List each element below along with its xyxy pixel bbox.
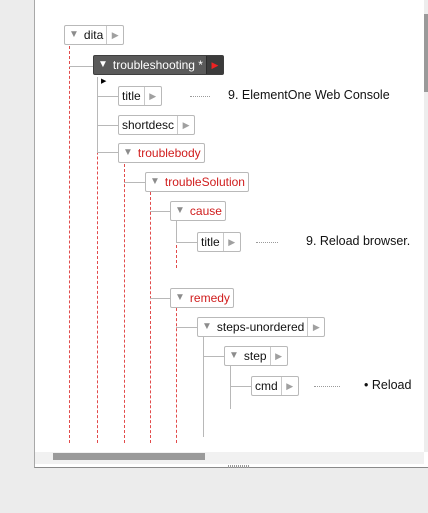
node-shortdesc[interactable]: shortdesc ▶: [118, 115, 196, 135]
node-text[interactable]: • Reload: [364, 378, 412, 392]
guide-line: [150, 298, 170, 299]
guide-line: [69, 66, 93, 67]
guide-line: [176, 242, 197, 243]
guide-line: [97, 125, 118, 126]
guide-line: [124, 164, 125, 443]
node-troublesolution[interactable]: ▼ troubleSolution: [145, 172, 249, 192]
guide-line: [97, 152, 118, 153]
node-label: troubleSolution: [164, 175, 245, 189]
node-label: cause: [189, 204, 222, 218]
guide-line: [203, 356, 224, 357]
guide-line: [124, 182, 145, 183]
guide-line: [150, 211, 170, 212]
guide-line: [230, 386, 251, 387]
expand-triangle-icon[interactable]: ▼: [175, 292, 185, 303]
expand-triangle-icon[interactable]: ▼: [123, 147, 133, 158]
node-step[interactable]: ▼ step ▶: [224, 346, 288, 366]
text-leader: [256, 242, 278, 243]
node-text[interactable]: 9. Reload browser.: [306, 234, 411, 248]
node-label: steps-unordered: [216, 320, 305, 334]
guide-line: [176, 220, 177, 268]
expand-triangle-icon[interactable]: ▼: [175, 205, 185, 216]
triangle-right-icon[interactable]: ▶: [269, 347, 287, 365]
horizontal-scrollbar-thumb[interactable]: [53, 453, 205, 460]
guide-line: [176, 327, 197, 328]
expand-triangle-icon[interactable]: ▼: [202, 321, 212, 332]
triangle-right-icon[interactable]: ▶: [106, 26, 123, 44]
triangle-right-icon[interactable]: ▶: [205, 56, 223, 74]
guide-line: [176, 308, 177, 443]
triangle-right-icon[interactable]: ▶: [222, 233, 240, 251]
guide-line: [176, 220, 177, 242]
expand-triangle-icon[interactable]: ▼: [98, 59, 108, 70]
guide-line: [97, 96, 118, 97]
node-label: remedy: [189, 291, 230, 305]
triangle-cursor-icon: ▶: [101, 78, 107, 85]
expand-triangle-icon[interactable]: ▼: [150, 176, 160, 187]
resize-grip[interactable]: [228, 465, 250, 468]
node-title[interactable]: title ▶: [118, 86, 162, 106]
guide-line: [150, 192, 151, 443]
node-dita[interactable]: ▼ dita ▶: [64, 25, 125, 45]
text-leader: [314, 386, 340, 387]
node-label: step: [243, 349, 267, 363]
node-text[interactable]: 9. ElementOne Web Console: [228, 88, 390, 102]
text-leader: [190, 96, 210, 97]
node-label: title: [201, 235, 220, 249]
vertical-scrollbar-thumb[interactable]: [424, 14, 428, 92]
node-troublebody[interactable]: ▼ troublebody: [118, 143, 205, 163]
vertical-scrollbar-track[interactable]: [424, 0, 428, 452]
guide-line: [97, 77, 98, 443]
node-label: troublebody: [137, 146, 201, 160]
node-label: dita: [83, 28, 104, 42]
guide-line: [69, 46, 70, 443]
guide-line: [203, 337, 204, 437]
node-troubleshooting[interactable]: ▼ troubleshooting * ▶: [93, 55, 224, 75]
node-title[interactable]: title ▶: [197, 232, 241, 252]
node-cause[interactable]: ▼ cause: [170, 201, 226, 221]
expand-triangle-icon[interactable]: ▼: [229, 350, 239, 361]
node-steps-unordered[interactable]: ▼ steps-unordered ▶: [197, 317, 326, 337]
guide-line: [230, 366, 231, 409]
expand-triangle-icon[interactable]: ▼: [69, 29, 79, 40]
triangle-right-icon[interactable]: ▶: [177, 116, 194, 134]
node-label: shortdesc: [122, 118, 175, 132]
node-cmd[interactable]: cmd ▶: [251, 376, 299, 396]
triangle-right-icon[interactable]: ▶: [143, 87, 161, 105]
node-label: cmd: [255, 379, 278, 393]
node-label: troubleshooting *: [112, 58, 203, 72]
guide-line: [97, 77, 98, 152]
triangle-right-icon[interactable]: ▶: [307, 318, 324, 336]
node-remedy[interactable]: ▼ remedy: [170, 288, 234, 308]
triangle-right-icon[interactable]: ▶: [280, 377, 298, 395]
node-label: title: [122, 89, 141, 103]
